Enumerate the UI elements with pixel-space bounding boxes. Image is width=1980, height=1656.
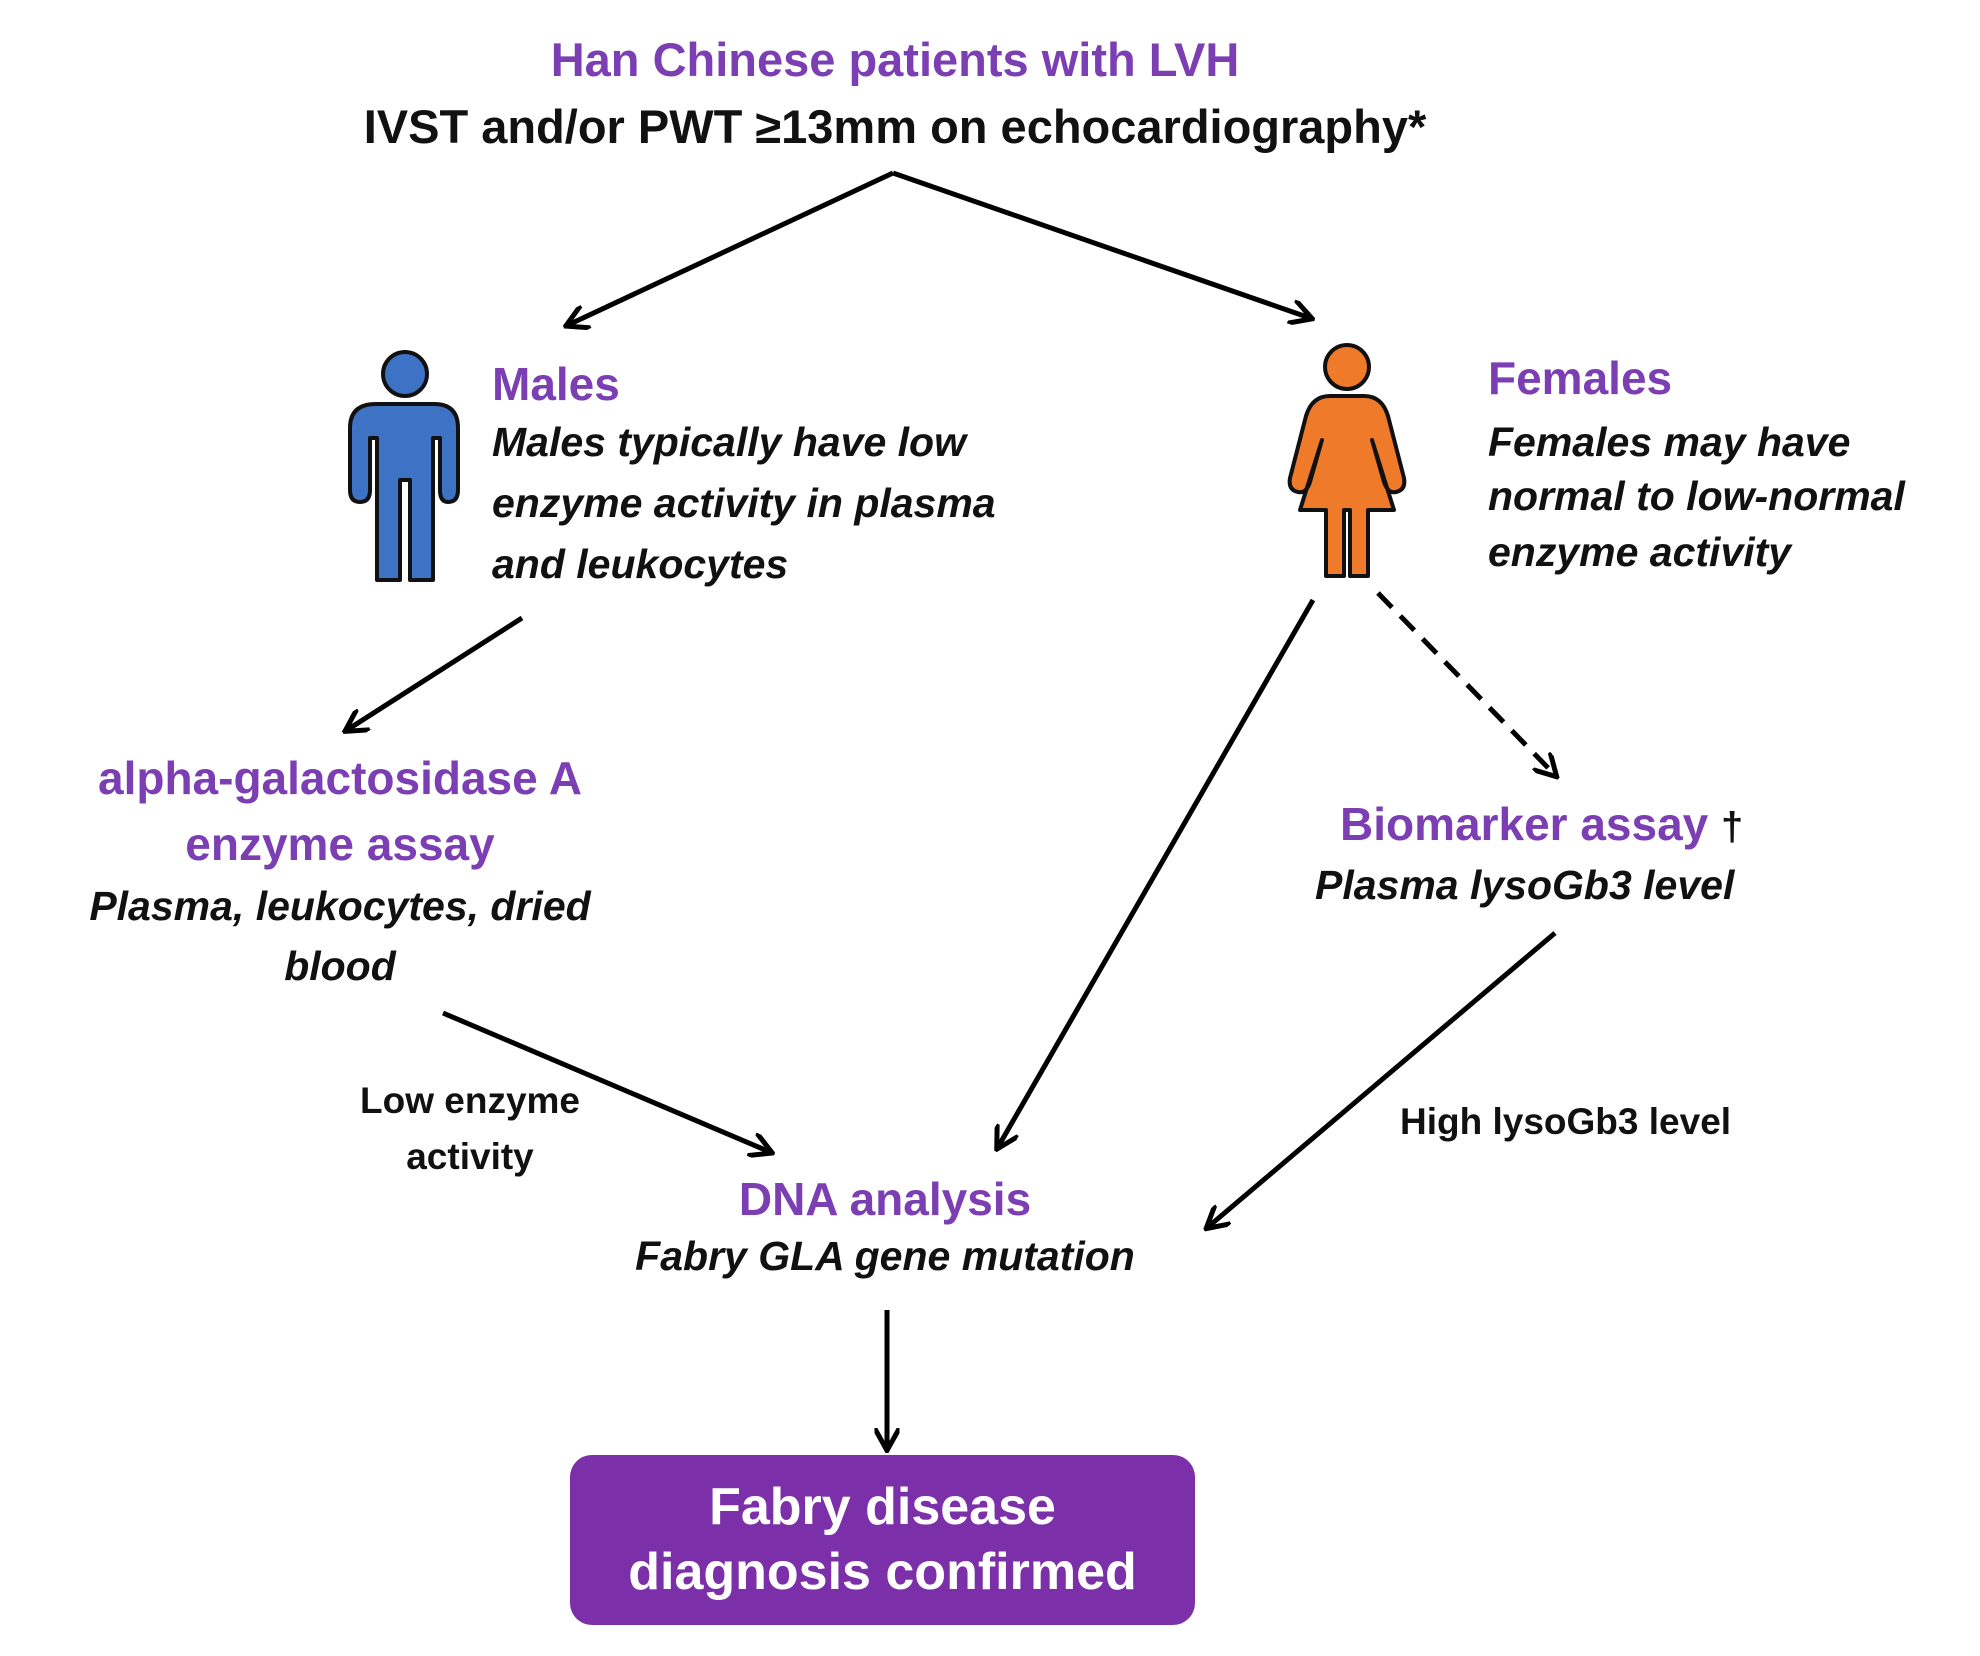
arrow-females-to-biomarker — [1376, 591, 1555, 775]
arrow-males-to-enzyme-assay — [347, 615, 524, 730]
edge-label-low-enzyme-line1: Low enzyme — [360, 1080, 580, 1121]
enzyme-assay-title-line2: enzyme assay — [185, 818, 495, 870]
final-diagnosis-box: Fabry disease diagnosis confirmed — [570, 1455, 1195, 1625]
final-line1: Fabry disease — [709, 1478, 1056, 1536]
female-person-icon — [1287, 343, 1407, 578]
male-person-icon — [348, 350, 460, 582]
top-criteria: IVST and/or PWT ≥13mm on echocardiograph… — [363, 100, 1427, 153]
arrow-top-to-males — [568, 170, 895, 325]
arrow-enzyme-to-dna — [442, 1010, 770, 1152]
arrow-biomarker-to-dna — [1208, 931, 1557, 1227]
females-desc-line2: normal to low-normal — [1488, 473, 1905, 519]
top-title: Han Chinese patients with LVH — [550, 33, 1240, 86]
arrow-females-to-dna — [998, 598, 1316, 1147]
females-title: Females — [1488, 352, 1673, 404]
biomarker-dagger: † — [1721, 805, 1744, 849]
males-desc-line2: enzyme activity in plasma — [492, 480, 996, 526]
edge-label-low-enzyme-line2: activity — [406, 1136, 534, 1177]
biomarker-desc: Plasma lysoGb3 level — [1315, 862, 1735, 908]
dna-desc: Fabry GLA gene mutation — [635, 1233, 1135, 1279]
final-line2: diagnosis confirmed — [628, 1543, 1137, 1601]
dna-title: DNA analysis — [738, 1173, 1032, 1225]
males-title: Males — [492, 358, 620, 410]
biomarker-title: Biomarker assay — [1340, 798, 1709, 850]
arrow-top-to-females — [892, 170, 1310, 318]
males-desc-line1: Males typically have low — [492, 419, 966, 465]
females-desc-line3: enzyme activity — [1488, 529, 1792, 575]
males-desc-line3: and leukocytes — [492, 541, 789, 587]
enzyme-assay-title-line1: alpha-galactosidase A — [97, 752, 582, 804]
enzyme-assay-desc-line1: Plasma, leukocytes, dried — [89, 883, 591, 929]
females-desc-line1: Females may have — [1488, 419, 1851, 465]
enzyme-assay-desc-line2: blood — [284, 943, 396, 989]
biomarker-title-row: Biomarker assay † — [1340, 798, 1743, 851]
edge-label-high-lyso: High lysoGb3 level — [1400, 1101, 1732, 1142]
